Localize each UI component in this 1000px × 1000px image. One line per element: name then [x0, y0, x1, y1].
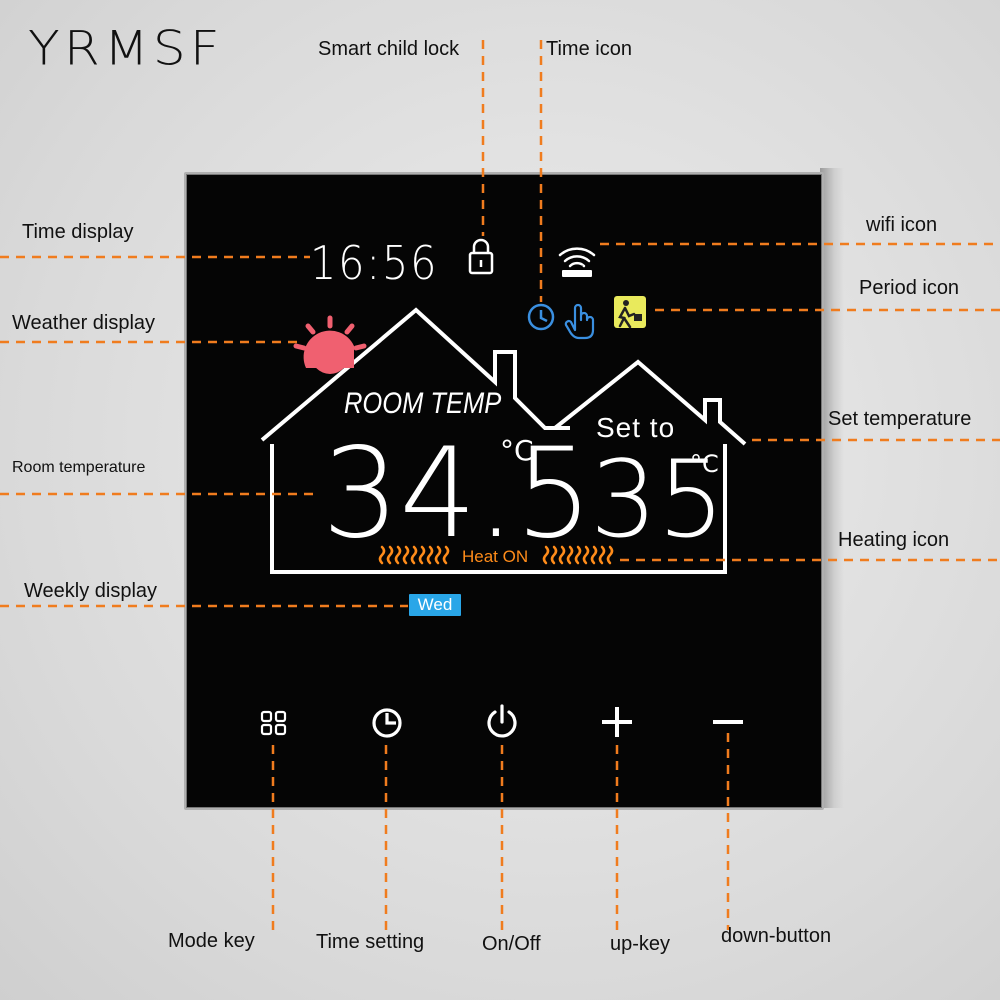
wifi-icon: [558, 247, 596, 277]
clock-icon: [527, 303, 555, 331]
mode-grid-icon[interactable]: [260, 710, 287, 736]
callout-lines: [0, 40, 1000, 935]
label-time-icon: Time icon: [546, 38, 632, 60]
set-temp-title: Set to: [596, 412, 676, 443]
timer-icon[interactable]: [372, 708, 402, 738]
wifi-caption: wifi: [574, 266, 584, 272]
room-temp-title: ROOM TEMP: [344, 387, 502, 420]
label-down-button: down-button: [721, 925, 832, 947]
thermostat-panel: [184, 172, 824, 810]
label-weather-display: Weather display: [12, 312, 156, 334]
panel-edge: [820, 168, 844, 808]
weekday-badge: Wed: [409, 594, 461, 616]
lock-icon: [468, 238, 494, 275]
label-mode-key: Mode key: [168, 930, 255, 952]
power-icon[interactable]: [487, 704, 517, 738]
time-display: 16:56: [310, 236, 439, 290]
label-heating-icon: Heating icon: [838, 529, 950, 551]
room-temperature-value: 34.5: [322, 422, 593, 566]
hand-icon: [564, 303, 595, 340]
set-temp-unit: °C: [690, 450, 719, 478]
label-wifi-icon: wifi icon: [866, 214, 938, 236]
label-weekly-display: Weekly display: [24, 580, 158, 602]
sun-icon: [293, 315, 367, 374]
heat-status: Heat ON: [462, 547, 529, 566]
label-child-lock: Smart child lock: [318, 38, 460, 60]
house-outline: [260, 307, 747, 574]
label-up-key: up-key: [610, 933, 671, 955]
label-time-display: Time display: [22, 221, 134, 243]
label-time-setting: Time setting: [316, 931, 425, 953]
label-set-temperature: Set temperature: [828, 408, 972, 430]
brand-logo: YRMSF: [28, 22, 224, 76]
heating-waves-icon: [378, 545, 614, 565]
plus-icon[interactable]: [602, 707, 632, 737]
room-temp-unit: °C: [500, 434, 534, 467]
set-temperature-value: 35: [590, 438, 725, 561]
label-room-temperature: Room temperature: [12, 459, 146, 476]
label-on-off: On/Off: [482, 933, 541, 955]
period-icon: [614, 296, 646, 329]
label-period-icon: Period icon: [859, 277, 960, 299]
